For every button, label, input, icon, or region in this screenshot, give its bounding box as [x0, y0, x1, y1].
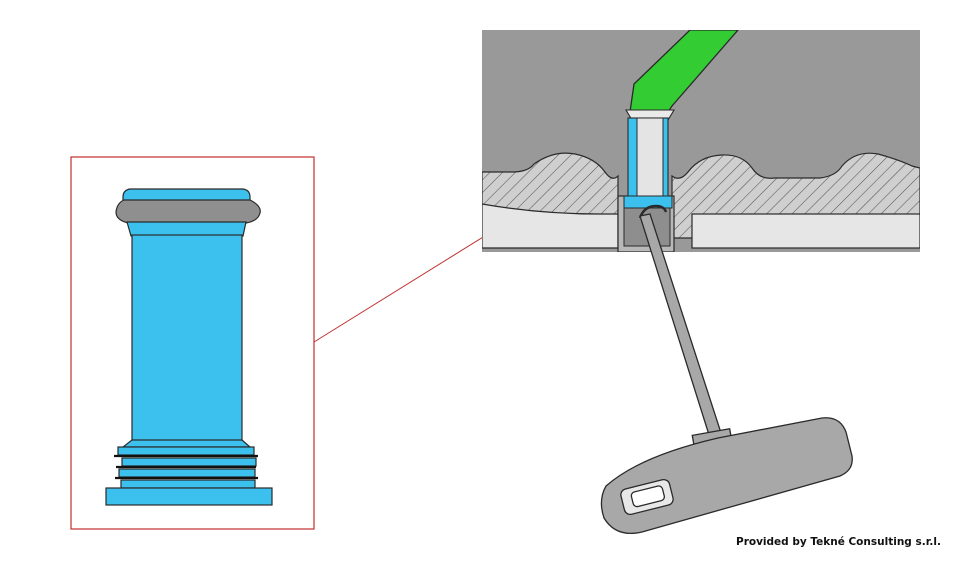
- molded-part-right: [691, 213, 920, 249]
- insert-core: [636, 117, 664, 199]
- insert-base-flange: [105, 487, 273, 506]
- insert-enlarged: [105, 188, 273, 506]
- insert-in-situ: [623, 117, 673, 209]
- mold-section: [482, 30, 920, 252]
- handle-slot-inner: [630, 485, 665, 508]
- tool-hook: [638, 204, 668, 219]
- thread-3: [118, 468, 256, 478]
- insert-collar: [126, 221, 247, 237]
- seal-ring: [115, 199, 261, 224]
- thread-1: [117, 446, 255, 456]
- thread-4: [120, 479, 256, 489]
- insert-body: [131, 234, 243, 442]
- extractor-tool: [600, 204, 853, 535]
- thread-2: [121, 457, 257, 467]
- credit-text: Provided by Tekné Consulting s.r.l.: [736, 536, 941, 548]
- insert-shoulder: [121, 439, 252, 448]
- detail-box: [70, 156, 315, 530]
